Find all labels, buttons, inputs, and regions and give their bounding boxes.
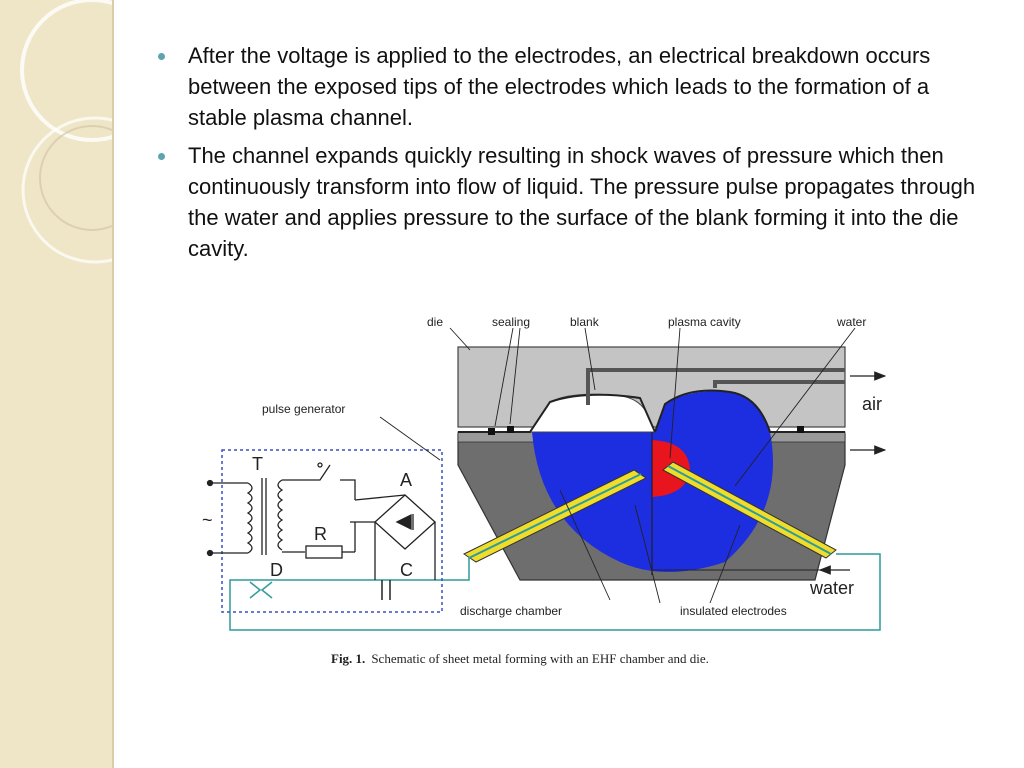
sealing-block bbox=[797, 426, 804, 433]
label-tilde: ~ bbox=[202, 510, 213, 530]
label-T: T bbox=[252, 454, 263, 474]
transformer bbox=[206, 462, 356, 557]
label-insulated-electrodes: insulated electrodes bbox=[680, 604, 787, 618]
label-discharge-chamber: discharge chamber bbox=[460, 604, 562, 618]
label-air: air bbox=[862, 394, 882, 414]
decorative-sidebar bbox=[0, 0, 114, 768]
rectifier-bridge bbox=[350, 494, 436, 580]
blank-sheet bbox=[458, 393, 656, 433]
air-channel bbox=[586, 368, 845, 405]
discharge-gap bbox=[249, 581, 273, 599]
sealing-block bbox=[488, 428, 495, 435]
blank-formed bbox=[654, 389, 845, 433]
caption-fig-number: Fig. 1. bbox=[331, 651, 366, 666]
electrode-left bbox=[463, 469, 647, 563]
label-water-top: water bbox=[836, 315, 866, 329]
resistor bbox=[305, 545, 343, 559]
decorative-rings bbox=[20, 0, 112, 264]
label-R: R bbox=[314, 524, 327, 544]
caption-text: Schematic of sheet metal forming with an… bbox=[371, 651, 709, 666]
leader-lines bbox=[379, 327, 856, 604]
die-block bbox=[457, 346, 846, 428]
label-sealing: sealing bbox=[492, 315, 530, 329]
bullet-text: The channel expands quickly resulting in… bbox=[188, 143, 976, 261]
label-C: C bbox=[400, 560, 413, 580]
electrode-right bbox=[662, 461, 837, 559]
label-pulse-generator: pulse generator bbox=[262, 402, 345, 416]
capacitor bbox=[381, 580, 391, 600]
bullet-item: After the voltage is applied to the elec… bbox=[158, 40, 988, 133]
circuit-wire bbox=[229, 553, 881, 631]
blank-bulge bbox=[655, 391, 770, 432]
bullet-dot-icon bbox=[158, 53, 165, 60]
figure-caption: Fig. 1. Schematic of sheet metal forming … bbox=[331, 651, 709, 667]
label-D: D bbox=[270, 560, 283, 580]
label-blank: blank bbox=[570, 315, 600, 329]
sealing-block bbox=[507, 426, 514, 433]
label-A: A bbox=[400, 470, 412, 490]
bullet-list: After the voltage is applied to the elec… bbox=[158, 40, 988, 271]
bullet-dot-icon bbox=[158, 153, 165, 160]
bullet-text: After the voltage is applied to the elec… bbox=[188, 43, 931, 130]
bullet-item: The channel expands quickly resulting in… bbox=[158, 140, 988, 264]
ehf-schematic-diagram: die sealing blank plasma cavity water pu… bbox=[202, 315, 887, 631]
label-die: die bbox=[427, 315, 443, 329]
pulse-generator-frame bbox=[221, 449, 443, 613]
air-channel bbox=[713, 380, 845, 388]
label-plasma-cavity: plasma cavity bbox=[668, 315, 741, 329]
label-water-bottom: water bbox=[809, 578, 854, 598]
